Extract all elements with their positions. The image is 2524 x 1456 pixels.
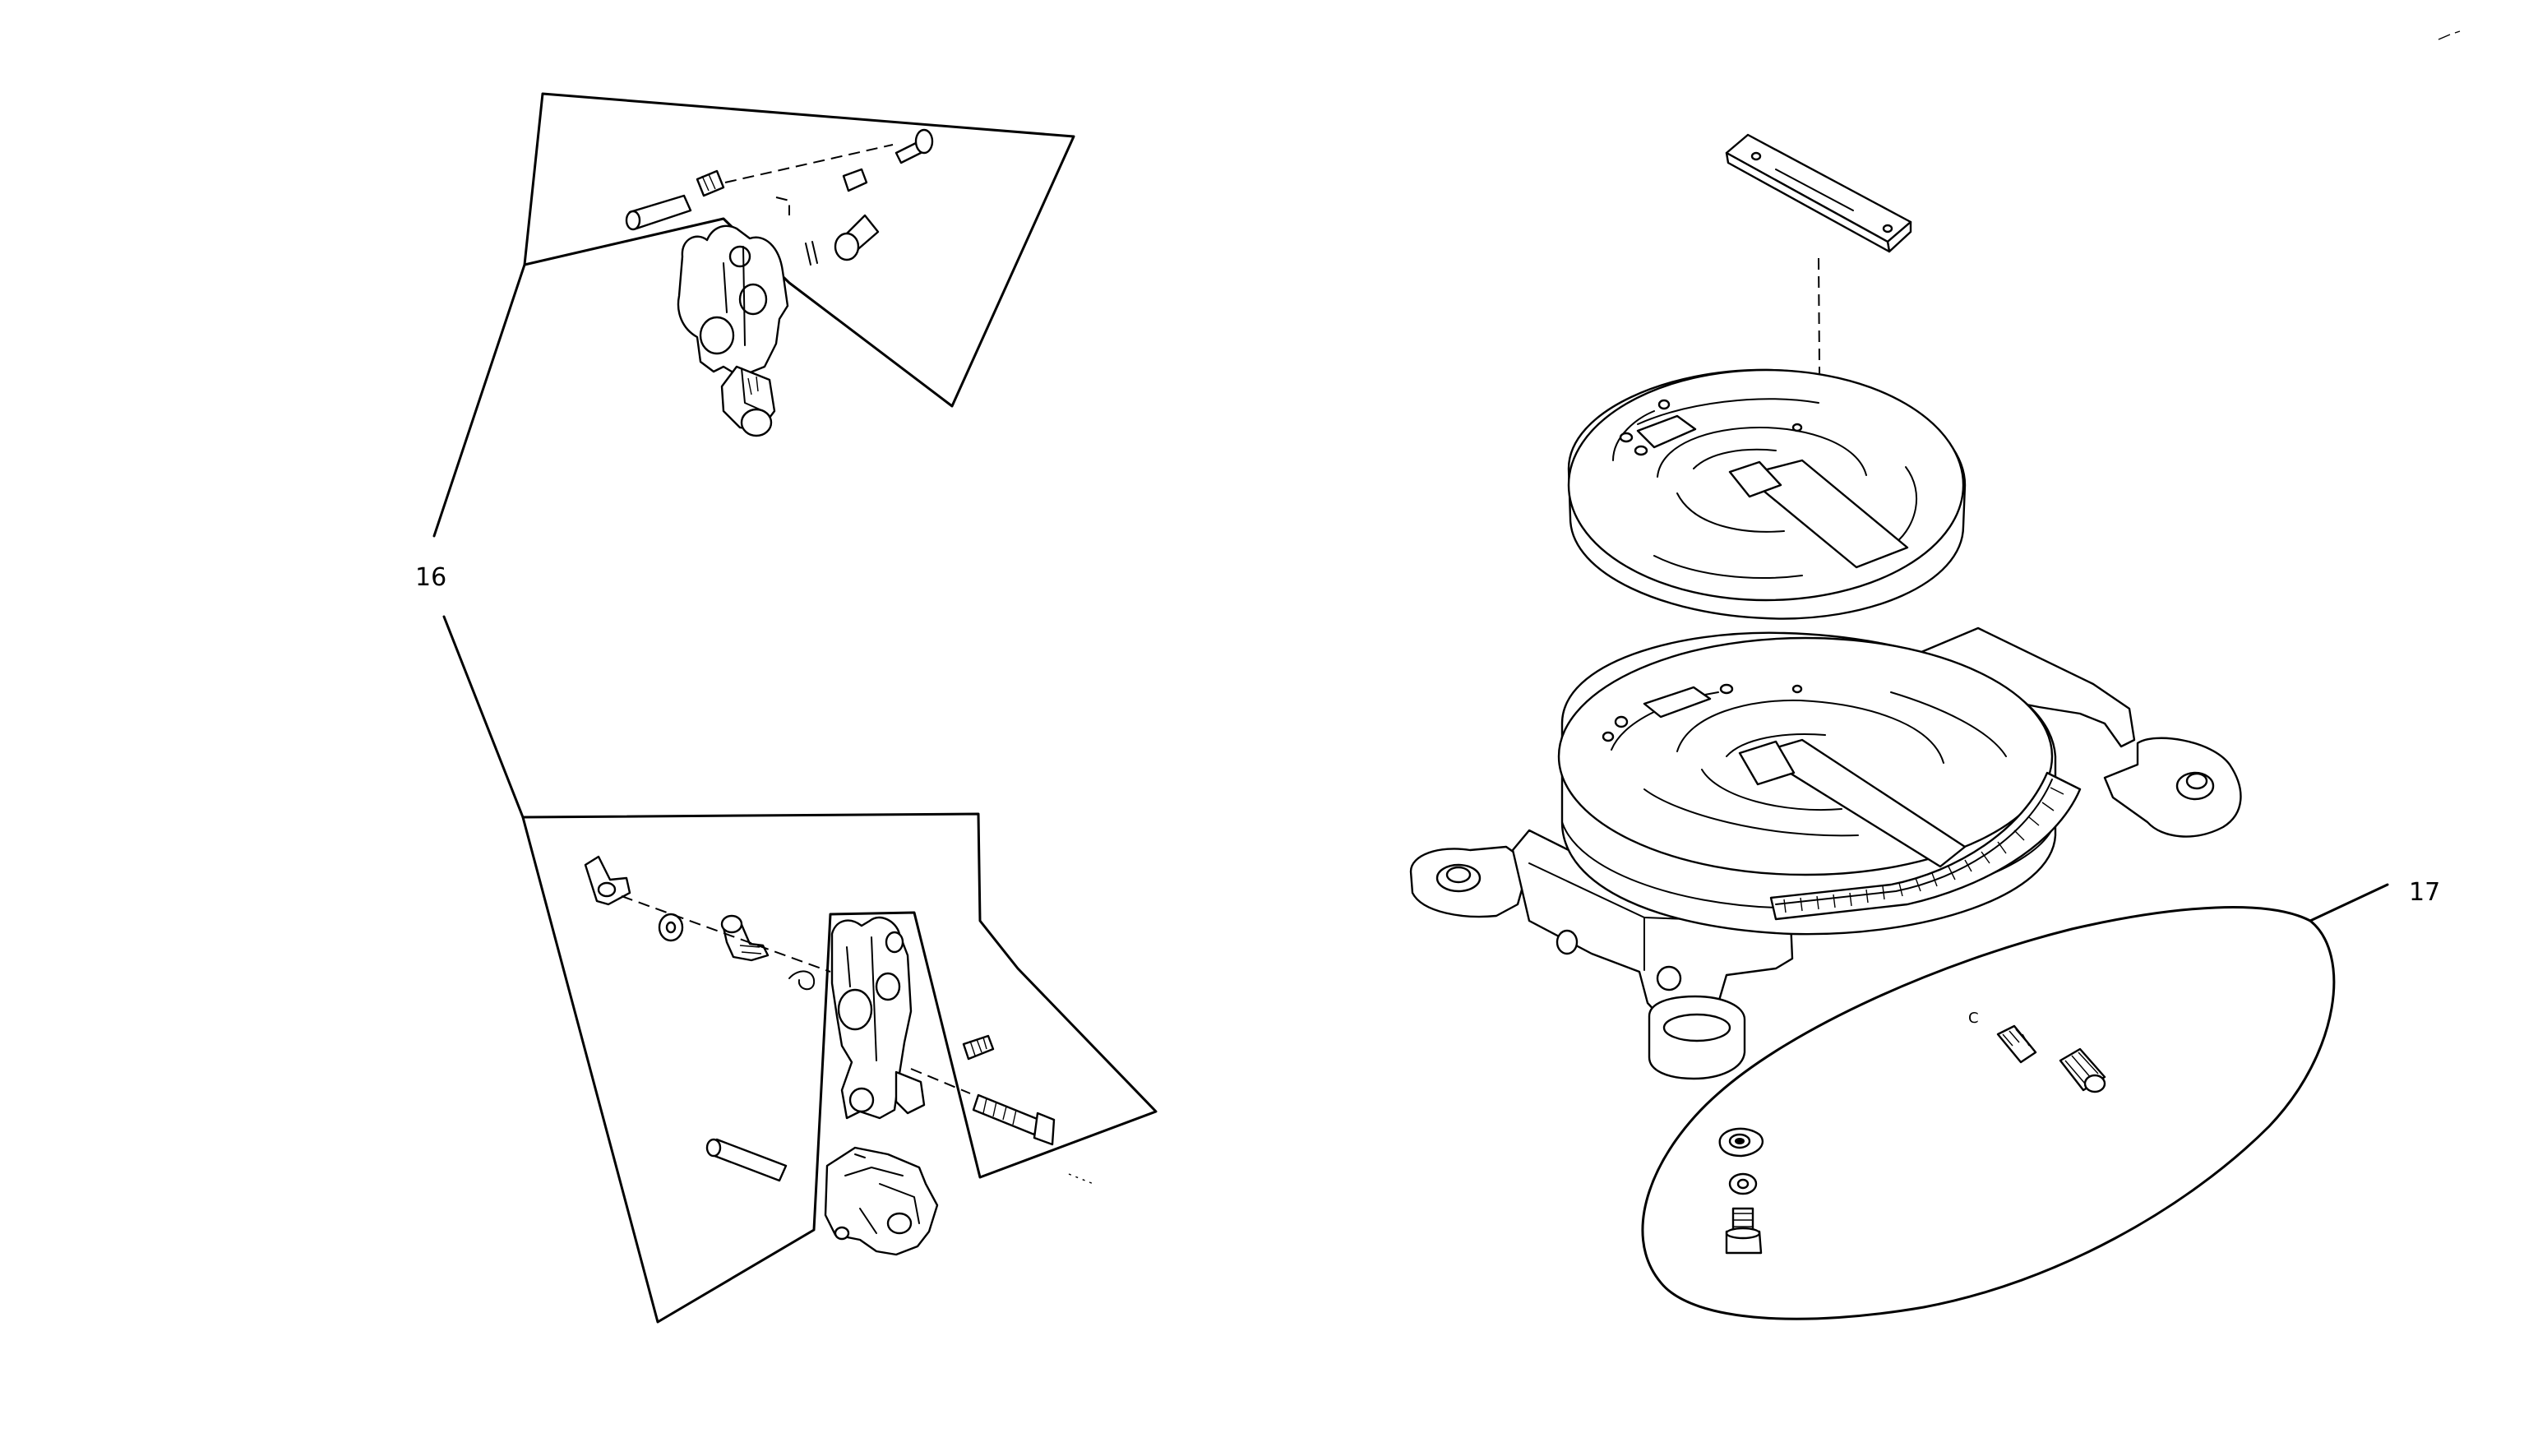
callout-17-loop [1641, 883, 2389, 1320]
callout-17-label: 17 [2409, 878, 2441, 907]
pivot-bolt [625, 194, 692, 231]
small-letter-c: C [1968, 1010, 1979, 1027]
hex-bolt [972, 1093, 1056, 1146]
spring-clip [788, 970, 816, 991]
wing-nut [584, 855, 631, 906]
callout-16-leaders [432, 263, 526, 819]
spring [1996, 1024, 2037, 1064]
small-screw [894, 128, 934, 164]
callout-16-label: 16 [415, 563, 447, 592]
cap-screw [1725, 1207, 1763, 1255]
lower-pivot-assembly [584, 855, 1094, 1256]
lower-pivot-detail-frame [521, 812, 1158, 1324]
saw-base [1409, 626, 2242, 1080]
hinge-body [677, 224, 789, 437]
threaded-adjuster [2059, 1047, 2106, 1093]
flat-washer [1728, 1172, 1758, 1195]
stud-screw [720, 914, 770, 962]
callout-17-parts: C [1718, 1010, 2106, 1255]
upper-pivot-assembly [625, 128, 934, 437]
set-screw [962, 1034, 995, 1061]
cone-knob [834, 214, 880, 261]
rod [705, 1138, 788, 1182]
spacer [842, 168, 868, 192]
knurled-nut [696, 169, 725, 197]
pivot-bracket [824, 1146, 939, 1256]
upper-pivot-detail-frame [523, 92, 1075, 408]
turntable-disc [1567, 368, 1967, 620]
miter-scale [1769, 771, 2082, 921]
lower-hinge-body [830, 916, 926, 1120]
scan-mark [2438, 30, 2461, 40]
fence-plate [1725, 133, 1912, 253]
washer [658, 913, 684, 942]
cam-washer [1718, 1127, 1764, 1158]
